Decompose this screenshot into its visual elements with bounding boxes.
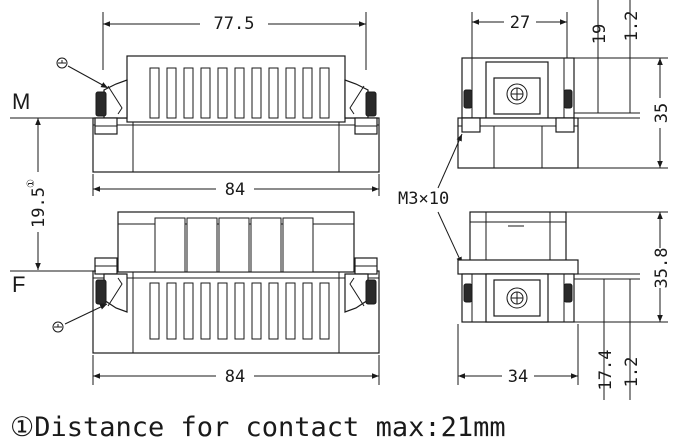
dim-top-depth: 27 [510,13,530,33]
male-side-view: 27 19 1.2 35 [457,0,672,169]
screw-callout: M3×10 [398,133,463,265]
dim-top-tiny: 1.2 [622,11,642,42]
dim-bottom-depth: 34 [508,367,528,387]
label-female: F [12,272,25,297]
dim-top-small: 19 [590,24,610,44]
dim-bottom-height: 35.8 [652,248,672,289]
pitch-dimension: 19.5 ① [26,118,52,270]
dim-bottom-small: 17.4 [596,350,616,391]
ground-icon [56,57,68,69]
dim-top-width: 77.5 [214,14,255,34]
female-front-view: F 84 [10,211,380,387]
dim-pitch: 19.5 [29,187,49,228]
dim-pitch-mark: ① [26,179,37,188]
female-ribs [149,282,330,340]
male-front-view: 77.5 [10,12,380,200]
dim-bottom-tiny: 1.2 [622,357,642,388]
male-ribs [149,67,330,119]
female-side-view: 35.8 17.4 1.2 34 [457,211,672,400]
dim-top-base: 84 [225,180,245,200]
dim-bottom-base: 84 [225,367,245,387]
label-screw: M3×10 [398,189,449,209]
dim-top-height: 35 [652,103,672,123]
footnote: ①Distance for contact max:21mm [10,412,506,443]
ground-icon [52,321,64,333]
label-male: M [12,89,30,114]
